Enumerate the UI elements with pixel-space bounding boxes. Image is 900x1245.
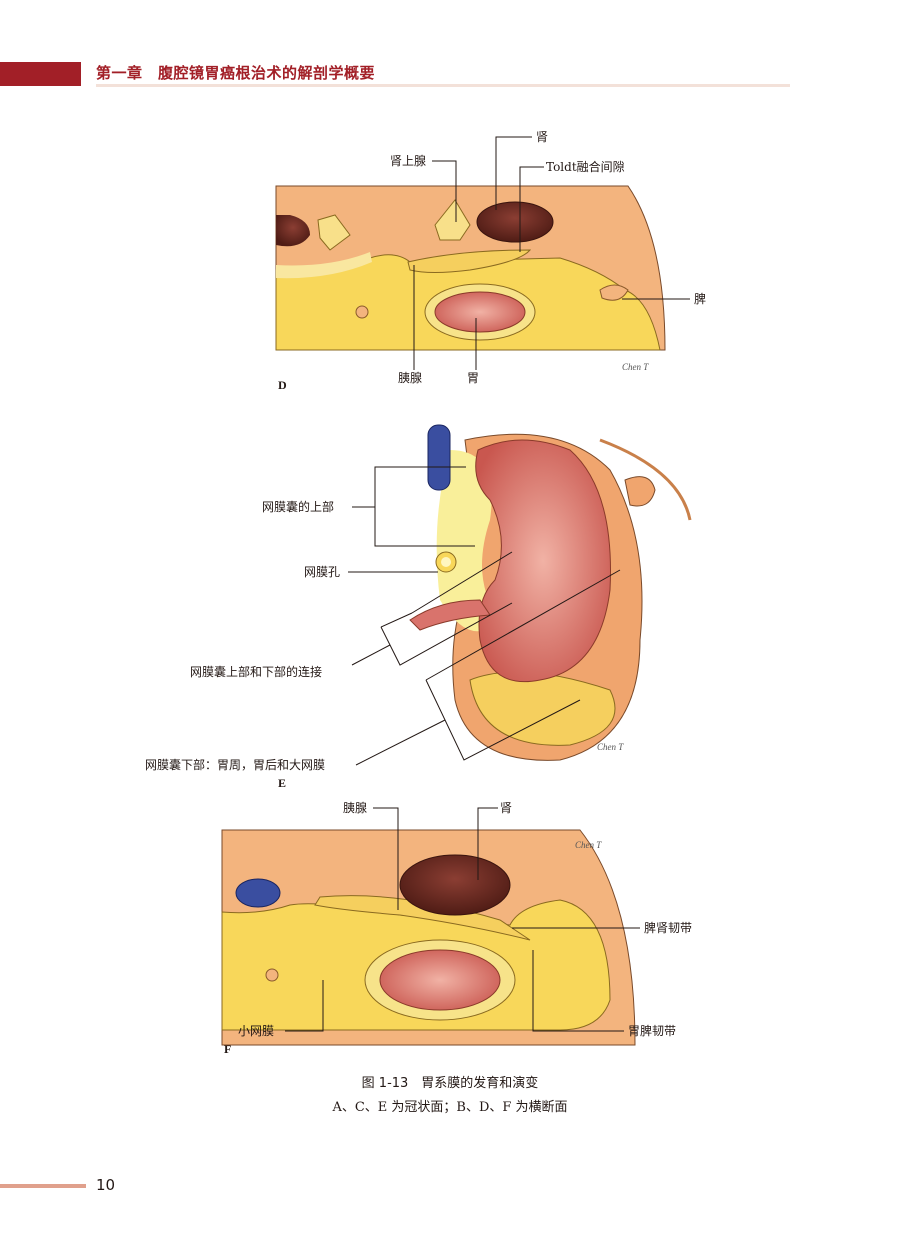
label-kidney: 肾	[536, 130, 549, 144]
figure-f-drawing	[221, 807, 640, 1046]
chapter-title: 第一章 腹腔镜胃癌根治术的解剖学概要	[96, 64, 376, 82]
label-gastrosplenic-ligament: 胃脾韧带	[628, 1024, 677, 1038]
svg-text:Chen T: Chen T	[575, 840, 602, 850]
figure-caption-subtitle: A、C、E 为冠状面；B、D、F 为横断面	[332, 1100, 568, 1115]
figure-caption-title: 图 1-13 胃系膜的发育和演变	[361, 1076, 539, 1091]
label-stomach: 胃	[467, 371, 480, 385]
label-toldt: Toldt融合间隙	[546, 160, 625, 174]
label-lesser-omentum: 小网膜	[238, 1024, 275, 1038]
label-upper-bursa: 网膜囊的上部	[262, 500, 335, 514]
label-omental-foramen: 网膜孔	[304, 565, 341, 579]
panel-label-d: D	[278, 378, 287, 392]
svg-text:Chen T: Chen T	[622, 362, 649, 372]
illustrator-signature: Chen T Chen T Chen T	[575, 362, 649, 850]
label-spleen: 脾	[694, 292, 707, 306]
label-lower-bursa: 网膜囊下部：胃周，胃后和大网膜	[145, 758, 326, 772]
svg-text:Chen T: Chen T	[597, 742, 624, 752]
panel-label-f: F	[224, 1042, 232, 1056]
panel-label-e: E	[278, 776, 287, 790]
footer-color-bar	[0, 1184, 86, 1188]
label-pancreas: 胰腺	[398, 371, 423, 385]
chapter-color-bar	[0, 62, 81, 86]
label-splenorenal-ligament: 脾肾韧带	[644, 921, 693, 935]
label-bursa-connection: 网膜囊上部和下部的连接	[190, 665, 323, 679]
label-pancreas-f: 胰腺	[343, 801, 368, 815]
header-divider	[96, 84, 790, 87]
figure-d-drawing	[275, 136, 690, 370]
label-adrenal: 肾上腺	[390, 154, 427, 168]
figure-e-drawing	[348, 424, 692, 766]
page-number: 10	[96, 1176, 116, 1194]
label-kidney-f: 肾	[500, 801, 513, 815]
